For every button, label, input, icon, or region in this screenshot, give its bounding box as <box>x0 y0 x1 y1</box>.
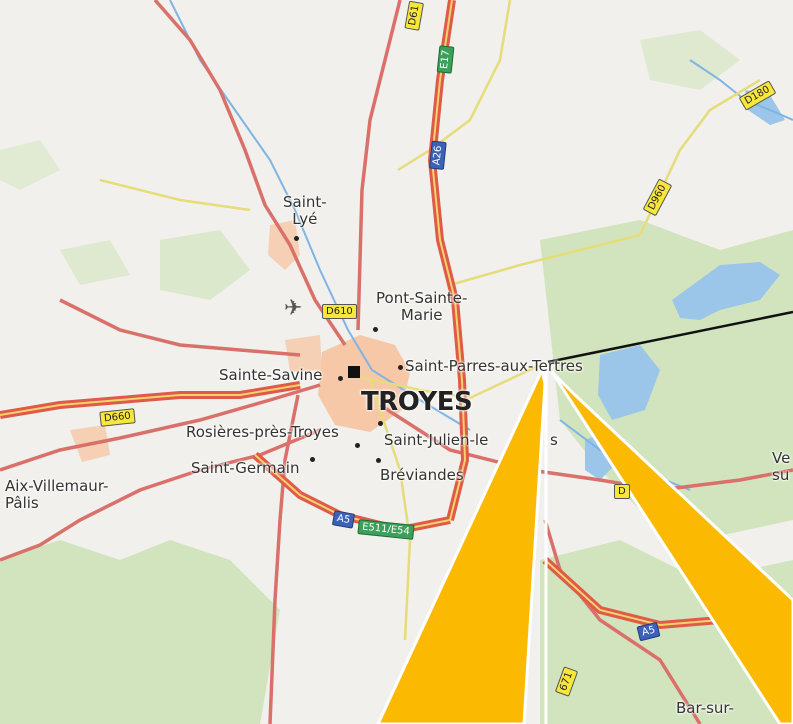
place-label-aix-villemaur: Aix-Villemaur- Pâlis <box>5 477 109 512</box>
town-dot <box>310 457 315 462</box>
town-dot <box>373 327 378 332</box>
place-label-saint-julien: Saint-Julien-le <box>384 431 489 449</box>
road-shield-e17: E17 <box>436 45 455 74</box>
road-shield-d-east: D <box>614 484 630 499</box>
road-shield-a26: A26 <box>428 141 447 170</box>
place-label-saint-parres: Saint-Parres-aux-Tertres <box>405 357 583 375</box>
town-dot <box>355 443 360 448</box>
place-label-saint-germain: Saint-Germain <box>191 459 300 477</box>
place-label-breviandes: Bréviandes <box>380 466 464 484</box>
place-label-vendeuvre: Ve su <box>772 449 791 484</box>
callout-overlay <box>376 310 793 724</box>
place-label-saint-lye: Saint- Lyé <box>283 193 327 228</box>
town-dot <box>376 458 381 463</box>
town-dot <box>294 236 299 241</box>
place-label-pont-sainte-marie: Pont-Sainte- Marie <box>376 289 468 324</box>
place-label-bar-sur: Bar-sur- <box>676 699 735 717</box>
town-dot <box>378 421 383 426</box>
place-label-troyes: TROYES <box>361 387 473 417</box>
place-label-rosieres: Rosières-près-Troyes <box>186 423 339 441</box>
town-dot <box>338 376 343 381</box>
road-shield-d610: D610 <box>322 304 357 319</box>
capital-marker <box>348 366 360 378</box>
place-label-saint-julien-end: s <box>550 431 558 449</box>
town-dot <box>398 365 403 370</box>
airport-icon: ✈ <box>284 296 303 321</box>
place-label-sainte-savine: Sainte-Savine <box>219 366 323 384</box>
